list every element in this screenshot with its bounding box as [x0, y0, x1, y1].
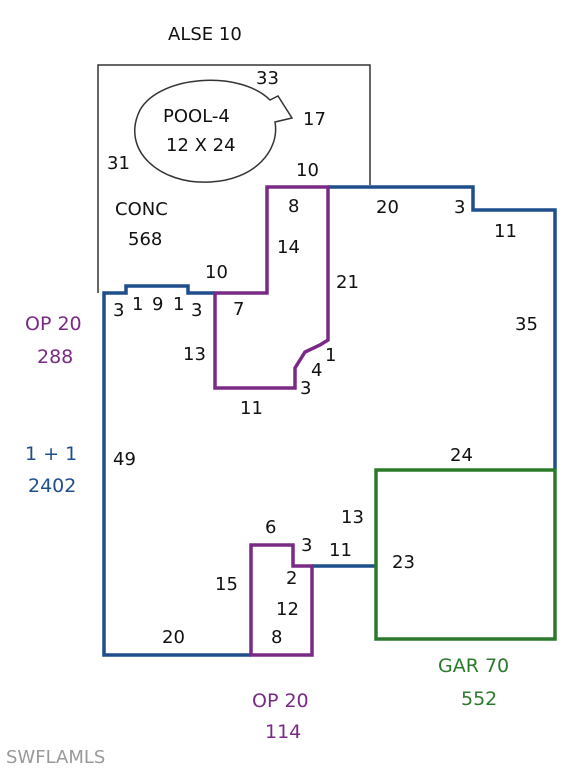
conc-area-label: 568: [128, 229, 162, 250]
dim-opb-right: 12: [276, 599, 299, 620]
dim-gar-left: 23: [392, 552, 415, 573]
dim-opb-top: 6: [265, 517, 276, 538]
dim-gar-11: 11: [329, 540, 352, 561]
dim-opt-seg7: 7: [233, 299, 244, 320]
op-bottom-area-label: 114: [265, 721, 301, 743]
garage-area-label: 552: [461, 688, 497, 710]
alse-label: ALSE 10: [168, 24, 242, 45]
dim-opt-c4: 4: [311, 360, 322, 381]
watermark-text: SWFLAMLS: [6, 747, 105, 768]
dim-opt-top: 8: [288, 196, 299, 217]
dim-jog2: 1: [132, 294, 143, 315]
garage-name-label: GAR 70: [438, 655, 509, 677]
dim-gar-13: 13: [341, 507, 364, 528]
living-area-label: 2402: [28, 475, 76, 497]
dim-opt-c1: 1: [325, 345, 336, 366]
dim-opb-2: 2: [286, 568, 297, 589]
living-name-label: 1 + 1: [25, 443, 77, 465]
dim-gar-top: 24: [450, 445, 473, 466]
dim-pool-right: 17: [303, 109, 326, 130]
dim-jog3: 9: [152, 294, 163, 315]
op-top-name-label: OP 20: [25, 313, 82, 335]
dim-opt-c3: 3: [300, 378, 311, 399]
dim-live-top: 20: [376, 197, 399, 218]
conc-outline: [97, 64, 371, 293]
pool-name-label: POOL-4: [163, 106, 230, 127]
pool-dims-label: 12 X 24: [166, 135, 236, 156]
dim-opt-left: 13: [183, 344, 206, 365]
dim-opt-inner: 14: [277, 237, 300, 258]
dim-pool-top: 33: [256, 68, 279, 89]
op-bottom-outline: [249, 543, 314, 657]
dim-conc-top-right: 10: [296, 160, 319, 181]
dim-opb-left: 15: [215, 574, 238, 595]
dim-jog1: 3: [113, 300, 124, 321]
dim-live-right: 35: [515, 314, 538, 335]
dim-opt-right: 21: [336, 272, 359, 293]
dim-conc-left: 31: [107, 153, 130, 174]
dim-opt-step: 10: [205, 262, 228, 283]
living-outline: [102, 185, 557, 657]
dim-live-step11: 11: [494, 221, 517, 242]
dim-opt-bottom: 11: [240, 398, 263, 419]
dim-live-left: 49: [113, 449, 136, 470]
op-top-area-label: 288: [37, 346, 73, 368]
op-top-outline: [213, 185, 330, 390]
conc-name-label: CONC: [115, 199, 168, 220]
op-bottom-name-label: OP 20: [252, 690, 309, 712]
dim-live-step3: 3: [454, 197, 465, 218]
dim-jog5: 3: [191, 300, 202, 321]
dim-live-bottom: 20: [162, 627, 185, 648]
dim-jog4: 1: [173, 294, 184, 315]
dim-opb-3: 3: [301, 535, 312, 556]
dim-opb-bottom: 8: [271, 627, 282, 648]
pool-outline: [134, 79, 294, 183]
garage-outline: [374, 468, 557, 641]
